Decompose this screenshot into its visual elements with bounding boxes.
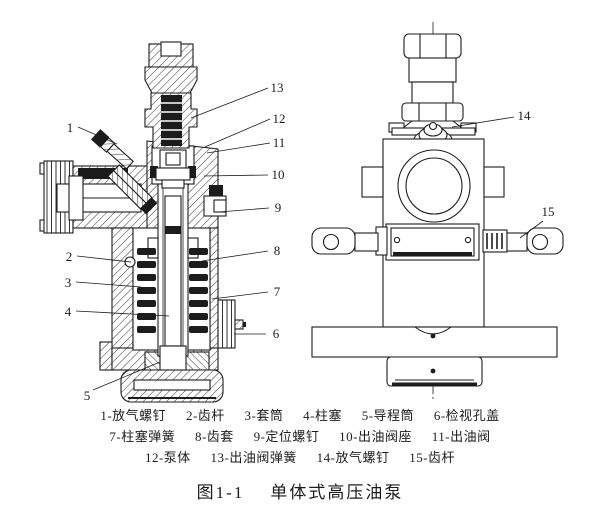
positioning-screw (203, 185, 227, 217)
callout-14: 14 (518, 108, 532, 123)
callout-10: 10 (272, 167, 285, 182)
part-label-3: 3-套筒 (244, 408, 284, 423)
left-view-callouts: 1 2 3 4 5 13 12 11 10 9 8 7 6 (65, 80, 286, 403)
figure-name: 单体式高压油泵 (270, 483, 404, 502)
part-label-12: 12-泵体 (144, 450, 191, 465)
plunger-spring-right (189, 248, 208, 333)
part-label-11: 11-出油阀 (431, 429, 491, 444)
callout-2: 2 (66, 249, 73, 264)
parts-legend: 1-放气螺钉 2-齿杆 3-套筒 4-柱塞 5-导程筒 6-检视孔盖 7-柱塞弹… (0, 405, 600, 468)
control-rack-diagonal (107, 164, 158, 215)
delivery-fitting-external (401, 33, 464, 129)
callout-5: 5 (84, 388, 91, 403)
callout-15: 15 (542, 204, 555, 219)
callout-1: 1 (67, 120, 74, 135)
callout-12: 12 (273, 111, 286, 126)
part-label-4: 4-柱塞 (303, 408, 342, 423)
callout-4: 4 (65, 304, 72, 319)
callout-6: 6 (273, 326, 280, 341)
camshaft-boss-inner (405, 157, 463, 215)
inspection-cover-side (217, 299, 246, 349)
figure-title: 图1-1 单体式高压油泵 (0, 478, 600, 503)
part-label-8: 8-齿套 (194, 429, 234, 444)
parts-line-3: 12-泵体 13-出油阀弹簧 14-放气螺钉 15-齿杆 (0, 447, 600, 468)
mounting-flange (311, 326, 558, 358)
plunger (159, 195, 187, 371)
inspection-cover-plate (385, 223, 480, 261)
delivery-valve-assembly (150, 145, 196, 189)
callout-11: 11 (273, 135, 286, 150)
left-view-cross-section: 1 2 3 4 5 13 12 11 10 9 8 7 6 (39, 41, 286, 403)
part-label-9: 9-定位螺钉 (253, 429, 320, 444)
part-label-13: 13-出油阀弹簧 (210, 450, 297, 465)
parts-line-1: 1-放气螺钉 2-齿杆 3-套筒 4-柱塞 5-导程筒 6-检视孔盖 (0, 405, 600, 426)
callout-3: 3 (65, 275, 72, 290)
figure-number: 图1-1 (196, 483, 245, 502)
pump-body-external (361, 138, 505, 328)
callout-9: 9 (275, 200, 282, 215)
callout-13: 13 (271, 80, 284, 95)
part-label-5: 5-导程筒 (361, 408, 415, 423)
bleed-screw (90, 129, 134, 170)
part-label-6: 6-检视孔盖 (433, 408, 500, 423)
right-view-callouts: 14 15 (451, 108, 555, 239)
right-view-external: 14 15 (311, 22, 564, 400)
pump-figure-drawing: 1 2 3 4 5 13 12 11 10 9 8 7 6 (39, 22, 564, 403)
part-label-10: 10-出油阀座 (339, 429, 412, 444)
callout-7: 7 (274, 284, 281, 299)
part-label-7: 7-柱塞弹簧 (109, 429, 176, 444)
control-rack-right-end (482, 227, 564, 255)
part-label-1: 1-放气螺钉 (100, 408, 167, 423)
delivery-valve-holder (144, 41, 198, 149)
control-rack-left-end (311, 226, 388, 256)
part-label-15: 15-齿杆 (409, 450, 456, 465)
parts-line-2: 7-柱塞弹簧 8-齿套 9-定位螺钉 10-出油阀座 11-出油阀 (0, 426, 600, 447)
lower-guide-barrel (386, 356, 483, 387)
callout-8: 8 (274, 243, 281, 258)
part-label-2: 2-齿杆 (185, 408, 225, 423)
part-label-14: 14-放气螺钉 (316, 450, 390, 465)
